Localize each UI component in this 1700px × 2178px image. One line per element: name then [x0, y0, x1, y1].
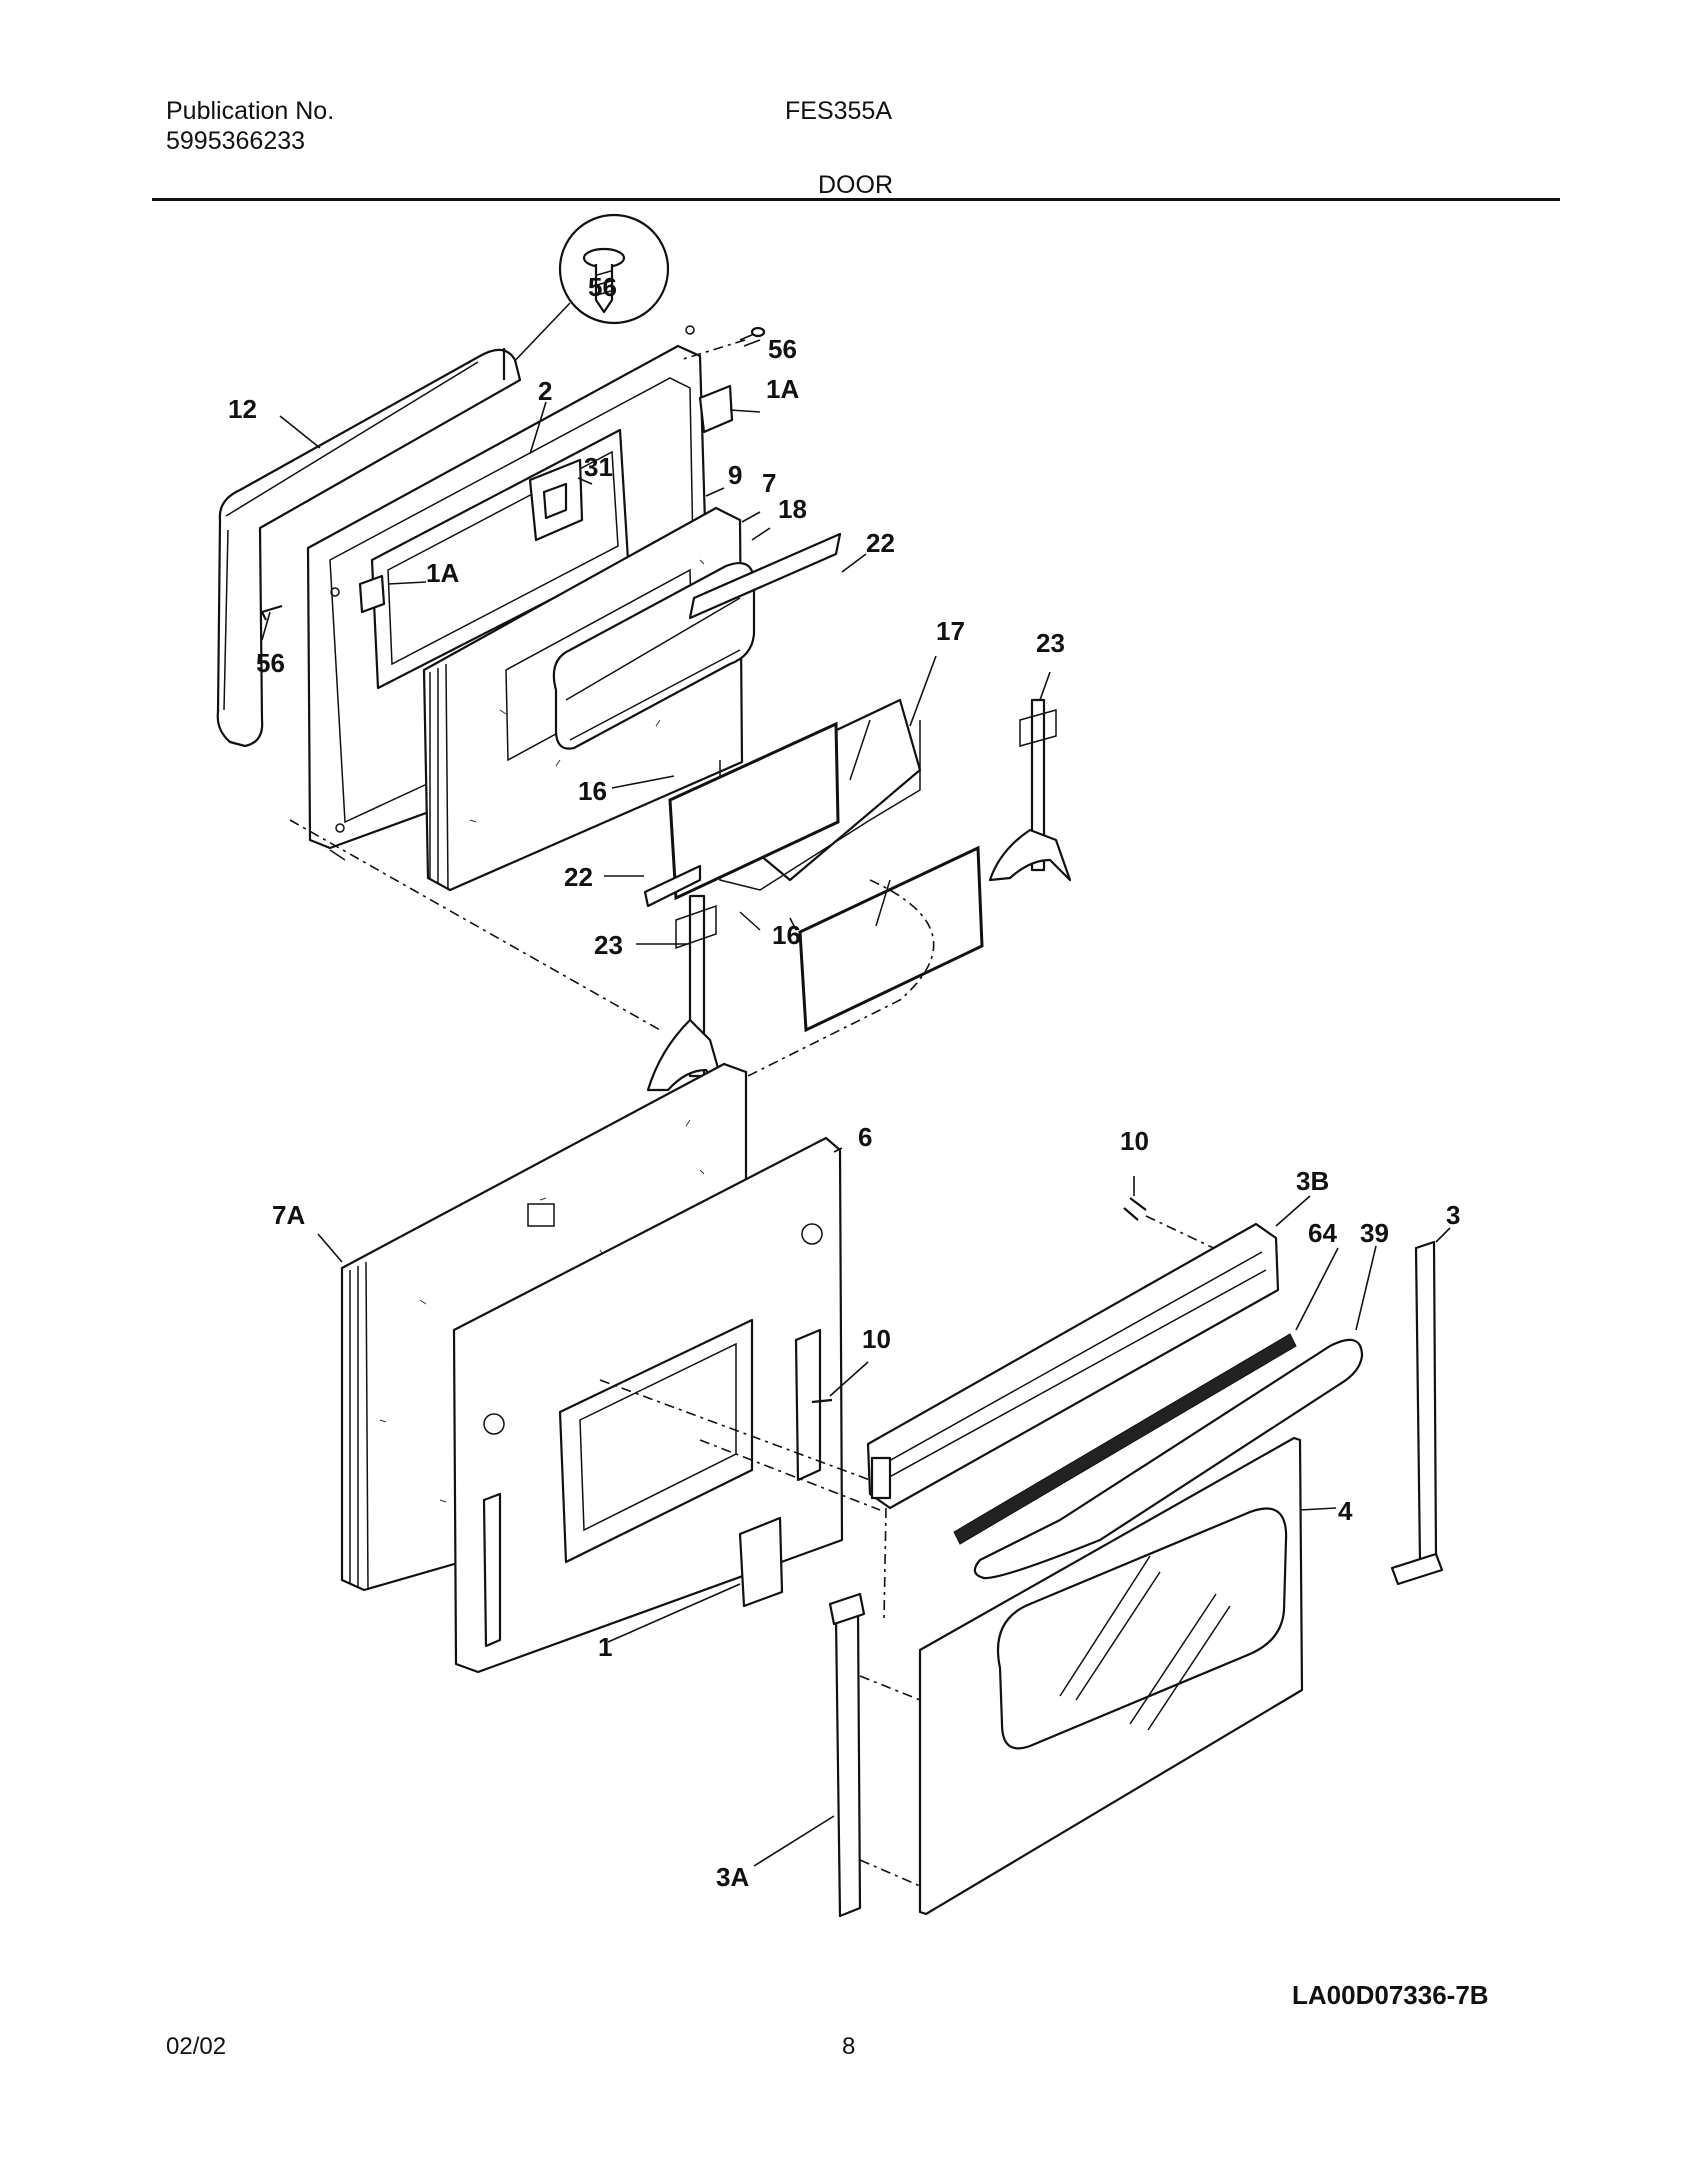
door-gasket [216, 348, 522, 748]
handle-trim-channel [866, 1222, 1280, 1510]
model-number: FES355A [785, 97, 893, 125]
callout-23-left: 23 [594, 930, 623, 960]
publication-label: Publication No. [166, 97, 335, 125]
callout-1: 1 [598, 1632, 612, 1662]
callout-39: 39 [1360, 1218, 1389, 1248]
screw-10-mid [811, 1398, 833, 1404]
callout-1a-mid: 1A [426, 558, 459, 588]
leader-lines [261, 339, 1451, 1867]
door-handle [973, 1338, 1364, 1580]
callout-12: 12 [228, 394, 257, 424]
callout-56-detail: 56 [588, 272, 617, 302]
callout-17: 17 [936, 616, 965, 646]
outer-door-panel [918, 1436, 1304, 1916]
hinge-left [646, 894, 728, 1098]
callout-3: 3 [1446, 1200, 1460, 1230]
publication-number: 5995366233 [166, 127, 306, 155]
hinge-bracket-top [698, 384, 734, 434]
screw-56-top [679, 326, 766, 361]
callout-3b: 3B [1296, 1166, 1329, 1196]
callout-56-left: 56 [256, 648, 285, 678]
callout-56-top: 56 [768, 334, 797, 364]
screw-10-top [1123, 1197, 1147, 1221]
section-title: DOOR [818, 171, 893, 199]
header-rule [152, 198, 1560, 201]
page-number: 8 [842, 2033, 856, 2060]
callout-4: 4 [1338, 1496, 1353, 1526]
hinge-receiver-bracket [738, 1516, 784, 1608]
screw-detail-callout [507, 213, 670, 369]
window-glass-pack [643, 532, 984, 1033]
callout-16-bottom: 16 [772, 920, 801, 950]
callout-18: 18 [778, 494, 807, 524]
callout-10-top: 10 [1120, 1126, 1149, 1156]
callout-7: 7 [762, 468, 776, 498]
callout-22-top: 22 [866, 528, 895, 558]
callout-3a: 3A [716, 1862, 749, 1892]
hinge-right [988, 698, 1072, 882]
callout-9: 9 [728, 460, 742, 490]
callout-16-left: 16 [578, 776, 607, 806]
callout-1a-top: 1A [766, 374, 799, 404]
callout-64: 64 [1308, 1218, 1337, 1248]
callout-6: 6 [858, 1122, 872, 1152]
screw-56-left [261, 604, 283, 621]
callout-10-mid: 10 [862, 1324, 891, 1354]
callout-22-bottom: 22 [564, 862, 593, 892]
hinge-bracket-mid [358, 574, 386, 614]
callout-31: 31 [584, 452, 613, 482]
diagram-document-id: LA00D07336-7B [1292, 1980, 1489, 2010]
end-trim-right [1390, 1240, 1444, 1586]
end-trim-left [828, 1592, 866, 1918]
callout-7a: 7A [272, 1200, 305, 1230]
callout-2: 2 [538, 376, 552, 406]
door-bracket [528, 458, 584, 542]
publication-date: 02/02 [166, 2033, 227, 2060]
callout-23-right: 23 [1036, 628, 1065, 658]
handle-gasket [953, 1333, 1297, 1545]
